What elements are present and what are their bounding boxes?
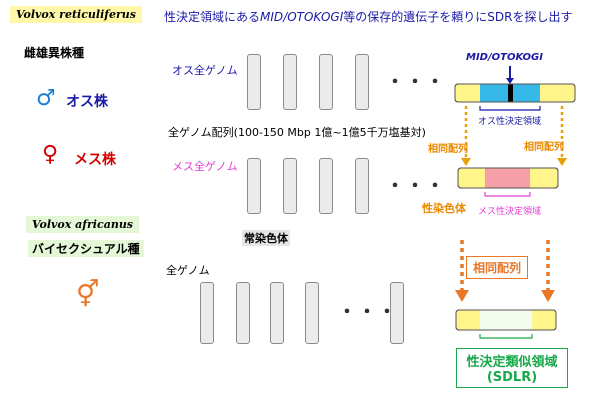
species-name-africanus: Volvox africanus [26,216,140,233]
sdlr-box: 性決定類似領域 (SDLR) [456,348,568,388]
female-chromosome [283,158,297,214]
mid-otokogi-label: MID/OTOKOGI [466,52,543,63]
sex-chromosome-label: 性染色体 [422,202,466,215]
sdlr-abbr: (SDLR) [486,370,538,385]
male-strain-label: オス株 [66,94,108,110]
bisexual-chromosome [236,282,250,344]
bisexual-symbol-icon: ⚥ [76,280,100,310]
male-chromosome [247,54,261,110]
female-region-bracket [484,192,531,197]
male-sdr-label: オス性決定領域 [478,117,542,127]
female-symbol-icon: ♀ [42,142,59,167]
species-system-dioecious: 雌雄異株種 [24,46,85,60]
species-name-reticuliferus: Volvox reticuliferus [10,6,142,23]
female-strain-label: メス株 [74,152,116,168]
bisexual-ellipsis: ・・・ [338,302,398,323]
female-genome-label: メス全ゲノム [172,160,238,173]
bisexual-chromosome [200,282,214,344]
sdlr-bracket [479,334,533,339]
male-symbol-icon: ♂ [36,86,56,111]
female-ellipsis: ・・・ [386,176,446,197]
diagram-title: 性決定領域にあるMID/OTOKOGI等の保存的遺伝子を頼りにSDRを探し出す [164,10,573,24]
bisexual-chromosome [270,282,284,344]
female-chromosome [319,158,333,214]
male-region-bracket [479,106,541,111]
bisexual-chromosome [390,282,404,344]
homolog-label-left: 相同配列 [428,144,468,155]
autosome-label: 常染色体 [242,230,290,246]
female-chromosome [247,158,261,214]
homolog-label-center: 相同配列 [466,256,529,279]
male-genome-label: オス全ゲノム [172,64,238,77]
male-chromosome [283,54,297,110]
mid-gene-mark [508,84,513,102]
species-system-bisexual: バイセクシュアル種 [28,240,144,257]
female-sdr-label: メス性決定領域 [478,207,542,217]
bisexual-genome-label: 全ゲノム [166,264,210,277]
female-sdr-region [485,168,530,188]
male-chromosome [355,54,369,110]
male-ellipsis: ・・・ [386,72,446,93]
genome-sequence-label: 全ゲノム配列(100-150 Mbp 1億~1億5千万塩基対) [168,126,426,139]
bisexual-chromosome [305,282,319,344]
female-chromosome [355,158,369,214]
male-chromosome [319,54,333,110]
sdlr-region [480,310,532,330]
sdlr-label: 性決定類似領域 [466,355,558,370]
homolog-label-right: 相同配列 [524,142,564,153]
